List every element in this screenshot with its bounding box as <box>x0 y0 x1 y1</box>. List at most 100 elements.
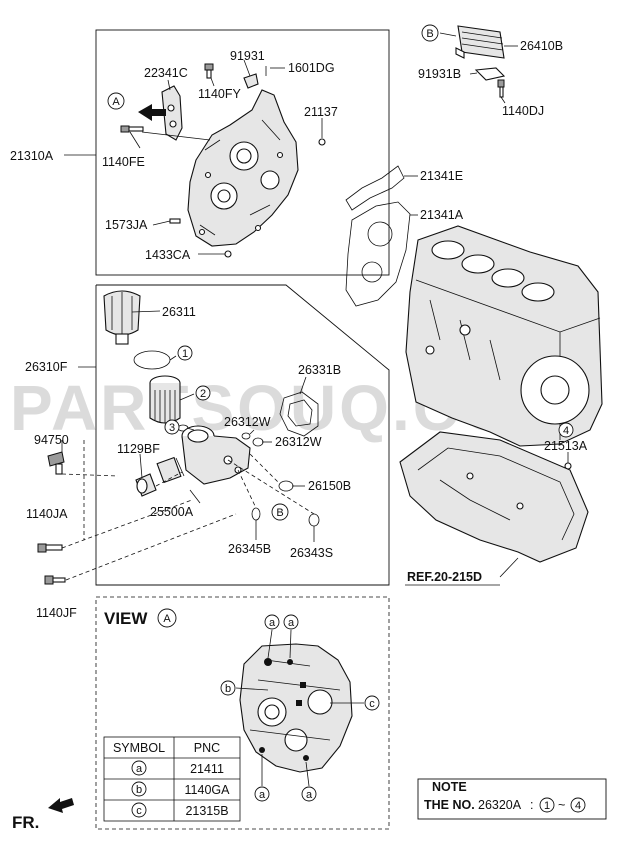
svg-text:a: a <box>269 617 276 629</box>
svg-text:a: a <box>259 789 266 801</box>
view-marker-b: b <box>220 680 236 696</box>
marker-b-top: B <box>421 24 439 42</box>
oil-pan <box>399 431 589 563</box>
pin-1573ja <box>169 218 181 224</box>
oil-filter-frame <box>95 284 390 586</box>
bracket-22341c <box>161 85 183 141</box>
table-header-pnc: PNC <box>194 741 220 755</box>
view-marker-a2: a <box>283 614 299 630</box>
svg-text:1140GA: 1140GA <box>185 783 231 797</box>
label-1129bf: 1129BF <box>117 442 160 456</box>
label-26345b: 26345B <box>228 542 271 556</box>
view-marker-a3: a <box>254 786 270 802</box>
filter-element-2 <box>149 375 181 424</box>
label-26410b: 26410B <box>520 39 563 53</box>
oring-26345b <box>251 507 261 521</box>
gasket-21341e <box>345 165 405 211</box>
plug-21137 <box>318 138 326 146</box>
svg-text:a: a <box>136 763 143 775</box>
fitting-1129bf <box>135 473 157 497</box>
timing-cover-frame <box>95 29 390 276</box>
label-26150b: 26150B <box>308 479 351 493</box>
bolt-1140jf <box>44 575 66 585</box>
marker-2: 2 <box>195 385 211 401</box>
svg-text:a: a <box>288 617 295 629</box>
bolt-1140fe <box>120 125 144 133</box>
note-from: 1 <box>544 800 550 812</box>
label-94750: 94750 <box>34 433 69 447</box>
table-header-symbol: SYMBOL <box>113 741 165 755</box>
label-21341e: 21341E <box>420 169 463 183</box>
svg-text:4: 4 <box>563 425 569 437</box>
svg-text:3: 3 <box>169 422 175 434</box>
label-21137: 21137 <box>304 105 338 119</box>
label-21310a: 21310A <box>10 149 54 163</box>
gasket-91931b <box>474 67 506 81</box>
table-row: a 21411 <box>131 760 224 776</box>
svg-text:c: c <box>136 805 142 817</box>
marker-a-top: A <box>107 92 125 110</box>
filter-cap-26311 <box>103 290 141 345</box>
svg-text:b: b <box>136 784 142 796</box>
label-1140jf: 1140JF <box>36 606 77 620</box>
symbol-table: SYMBOL PNC a 21411 b 1140GA c 21315B <box>103 736 241 822</box>
label-21513a: 21513A <box>544 439 588 453</box>
sensor-94750 <box>47 451 65 475</box>
label-91931b: 91931B <box>418 67 461 81</box>
label-1140fe: 1140FE <box>102 155 145 169</box>
front-label: FR. <box>12 813 39 832</box>
oring-1 <box>133 350 171 370</box>
note-title: NOTE <box>432 780 467 794</box>
note-colon: : <box>530 798 533 812</box>
front-arrow <box>48 798 74 813</box>
gasket-21341a <box>345 201 411 307</box>
label-91931: 91931 <box>230 49 265 63</box>
svg-text:B: B <box>426 28 433 40</box>
label-1140dj: 1140DJ <box>502 104 544 118</box>
note-frame <box>417 778 607 820</box>
oring-26312w-a <box>241 432 251 440</box>
label-26331b: 26331B <box>298 363 341 377</box>
label-1601dg: 1601DG <box>288 61 335 75</box>
timing-chain-cover <box>187 89 299 247</box>
label-25500a: 25500A <box>150 505 194 519</box>
note-box: NOTE THE NO. 26320A : 1 ~ 4 <box>424 780 586 813</box>
note-tilde: ~ <box>558 798 565 812</box>
marker-4: 4 <box>558 422 574 438</box>
svg-text:21411: 21411 <box>190 762 224 776</box>
label-22341c: 22341C <box>144 66 188 80</box>
svg-text:B: B <box>276 507 283 519</box>
note-prefix: THE NO. <box>424 798 475 812</box>
view-marker-a: A <box>157 608 177 628</box>
label-26312w-a: 26312W <box>224 415 271 429</box>
dowel-1433ca <box>224 250 232 258</box>
note-pnc: 26320A <box>478 798 522 812</box>
view-marker-a4: a <box>301 786 317 802</box>
label-21341a: 21341A <box>420 208 464 222</box>
bolt-1140ja <box>37 543 63 553</box>
marker-3: 3 <box>164 419 180 435</box>
view-marker-a1: a <box>264 614 280 630</box>
table-row: b 1140GA <box>131 781 231 797</box>
view-a-frame <box>95 596 390 830</box>
view-marker-c: c <box>364 695 380 711</box>
label-26311: 26311 <box>162 305 196 319</box>
pin-1601dg <box>243 73 259 89</box>
label-26310f: 26310F <box>25 360 68 374</box>
view-a-cover <box>239 643 353 773</box>
arrow-a-pointer <box>138 104 166 121</box>
bolt-1140dj <box>497 79 505 98</box>
filter-housing-25500a <box>181 425 251 485</box>
svg-text:A: A <box>112 96 120 108</box>
label-1573ja: 1573JA <box>105 218 148 232</box>
table-row: c 21315B <box>131 802 229 818</box>
svg-text:a: a <box>306 789 313 801</box>
label-26312w-b: 26312W <box>275 435 322 449</box>
label-1433ca: 1433CA <box>145 248 191 262</box>
marker-b-mid: B <box>271 503 289 521</box>
engine-block <box>405 225 603 447</box>
label-1140ja: 1140JA <box>26 507 68 521</box>
gasket-26331b <box>279 391 319 437</box>
svg-text:b: b <box>225 683 231 695</box>
oil-cooler-26410b <box>455 25 505 59</box>
